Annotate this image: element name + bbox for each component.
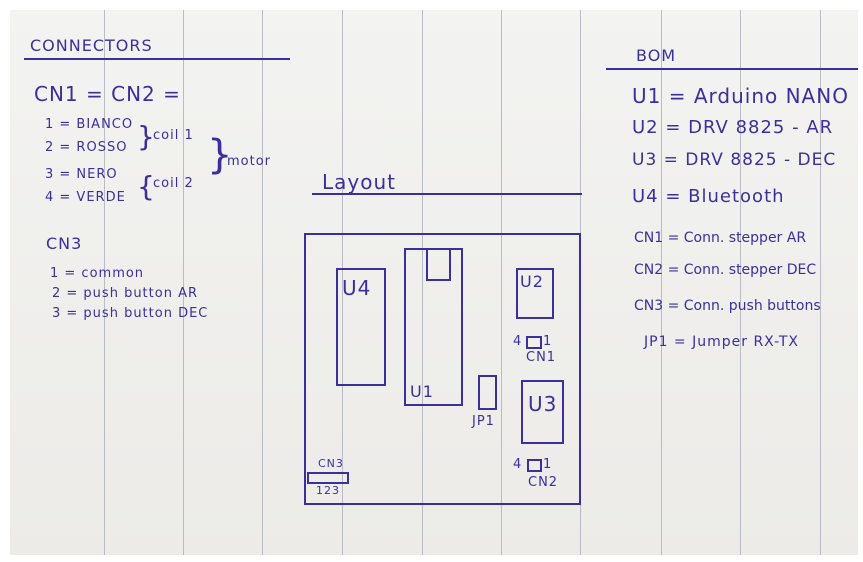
cn1-connector [526, 336, 542, 349]
cn3-pin-2: 2 = push button AR [52, 286, 199, 301]
brace-icon: } [207, 132, 233, 178]
cn3-pin-3: 3 = push button DEC [52, 306, 209, 321]
cn3-pin-1: 1 = common [50, 266, 145, 281]
u1-label: U1 [410, 382, 434, 401]
bom-item: CN3 = Conn. push buttons [634, 298, 821, 314]
pin-2: 2 = ROSSO [45, 140, 128, 155]
cn2-pin4: 4 [513, 457, 523, 472]
cn3-header: CN3 [46, 234, 83, 253]
layout-title: Layout [322, 170, 396, 194]
ruled-line [740, 10, 741, 555]
cn3-label: CN3 [318, 457, 344, 470]
u4-module [336, 268, 386, 386]
bom-item: JP1 = Jumper RX-TX [644, 334, 799, 350]
motor-label: motor [227, 154, 272, 169]
u2-label: U2 [520, 272, 544, 291]
pin-3: 3 = NERO [45, 167, 118, 182]
u3-label: U3 [528, 392, 558, 416]
u2-module [516, 268, 554, 319]
usb-connector [426, 248, 451, 281]
layout-underline [312, 193, 582, 195]
connectors-title: CONNECTORS [30, 36, 153, 55]
cn-header: CN1 = CN2 = [34, 82, 181, 106]
cn3-connector [307, 472, 349, 484]
bom-item: U3 = DRV 8825 - DEC [632, 150, 837, 170]
ruled-line [183, 10, 184, 555]
cn1-pin4: 4 [513, 334, 523, 349]
bom-underline [606, 68, 858, 70]
cn2-connector [527, 459, 542, 472]
bom-item: U2 = DRV 8825 - AR [632, 117, 834, 138]
bom-item: U4 = Bluetooth [632, 186, 785, 207]
ruled-line [501, 10, 502, 555]
ruled-line [661, 10, 662, 555]
u3-module [521, 380, 564, 444]
cn1-label: CN1 [526, 350, 557, 365]
jp1-label: JP1 [472, 414, 495, 429]
coil1-label: coil 1 [153, 128, 194, 143]
pin-4: 4 = VERDE [45, 190, 126, 205]
cn2-pin1: 1 [543, 457, 553, 472]
ruled-line [820, 10, 821, 555]
bom-item: CN2 = Conn. stepper DEC [634, 262, 817, 278]
bom-item: CN1 = Conn. stepper AR [634, 230, 807, 246]
board-outline [304, 233, 581, 505]
ruled-line [262, 10, 263, 555]
pin-1: 1 = BIANCO [45, 117, 134, 132]
brace-icon: { [137, 170, 155, 203]
bom-title: BOM [636, 46, 677, 65]
ruled-line [422, 10, 423, 555]
cn2-label: CN2 [528, 475, 559, 490]
cn3-pin-numbers: 123 [316, 484, 340, 497]
u4-label: U4 [342, 276, 372, 300]
ruled-line [104, 10, 105, 555]
cn1-pin1: 1 [543, 334, 553, 349]
coil2-label: coil 2 [153, 176, 194, 191]
jp1-jumper [478, 375, 497, 410]
bom-item: U1 = Arduino NANO [632, 84, 849, 108]
connectors-underline [24, 58, 290, 60]
ruled-line [342, 10, 343, 555]
brace-icon: } [137, 120, 155, 153]
